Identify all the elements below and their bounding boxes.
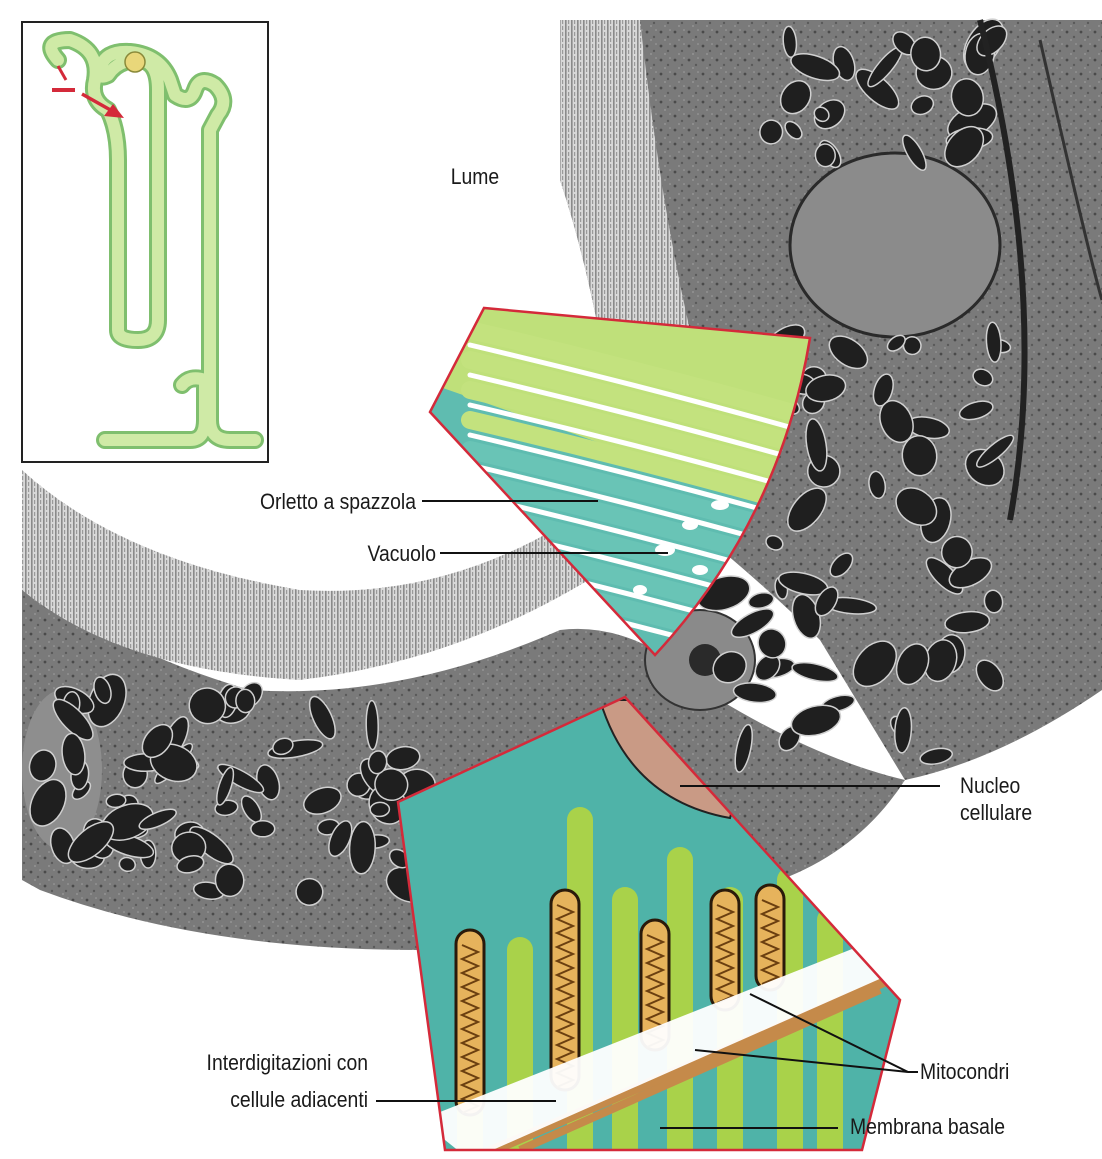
vacuole [633, 585, 647, 595]
mitochondrion-drawing [456, 930, 484, 1115]
mitochondrion-blob [370, 802, 390, 817]
label-vacuolo: Vacuolo [316, 541, 436, 567]
label-nucleo: Nucleo [960, 773, 1020, 799]
mitochondrion-blob [815, 143, 836, 167]
glomerulus [125, 52, 145, 72]
mitochondrion-blob [251, 821, 275, 837]
label-cellulare: cellulare [960, 800, 1032, 826]
label-membrana-basale: Membrana basale [850, 1114, 1005, 1140]
vacuole [655, 544, 675, 556]
vacuole [692, 565, 708, 575]
label-interdigitazioni: Interdigitazioni con [150, 1050, 368, 1076]
vacuole [682, 520, 698, 530]
nucleus-micrograph [790, 153, 1000, 337]
label-lume: Lume [435, 164, 514, 190]
mitochondrion-blob [790, 659, 839, 685]
mitochondrion-blob [732, 681, 777, 705]
label-cellule-adiacenti: cellule adiacenti [176, 1087, 368, 1113]
vacuole [711, 500, 729, 510]
mitochondrion-blob [235, 689, 255, 713]
nephron-inset [22, 22, 268, 462]
label-orletto-a-spazzola: Orletto a spazzola [208, 489, 416, 515]
label-mitocondri: Mitocondri [920, 1059, 1009, 1085]
mitochondrion-blob [366, 700, 379, 749]
